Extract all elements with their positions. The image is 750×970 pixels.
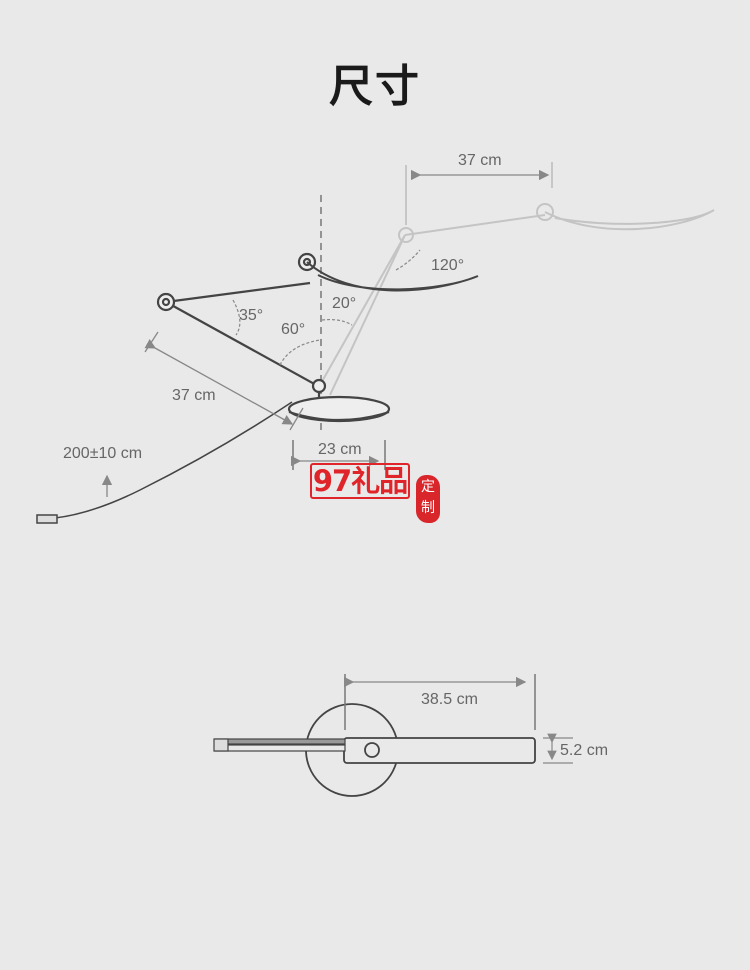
cable-length-label: 200±10 cm	[63, 445, 142, 462]
seal-text: 制	[421, 500, 435, 516]
dim-arm-reach	[144, 339, 294, 425]
angle-head-label: 120°	[431, 257, 464, 274]
lamp-raised-ghost	[319, 162, 715, 396]
watermark-logo: 97礼品	[310, 463, 410, 499]
lamp-top-view	[213, 703, 536, 797]
angle-arm-label: 35°	[239, 307, 263, 324]
angle-tilt-label: 20°	[332, 295, 356, 312]
top-length-label: 38.5 cm	[421, 691, 478, 708]
arm-reach-label: 37 cm	[172, 387, 216, 404]
watermark-seal: 定 制	[416, 475, 440, 523]
seal-text: 定	[421, 479, 435, 495]
head-offset-label: 37 cm	[458, 152, 502, 169]
base-width-label: 23 cm	[318, 441, 362, 458]
angle-lower-label: 60°	[281, 321, 305, 338]
top-width-label: 5.2 cm	[560, 742, 608, 759]
page-title: 尺寸	[329, 61, 421, 112]
lamp-lowered	[36, 252, 479, 524]
